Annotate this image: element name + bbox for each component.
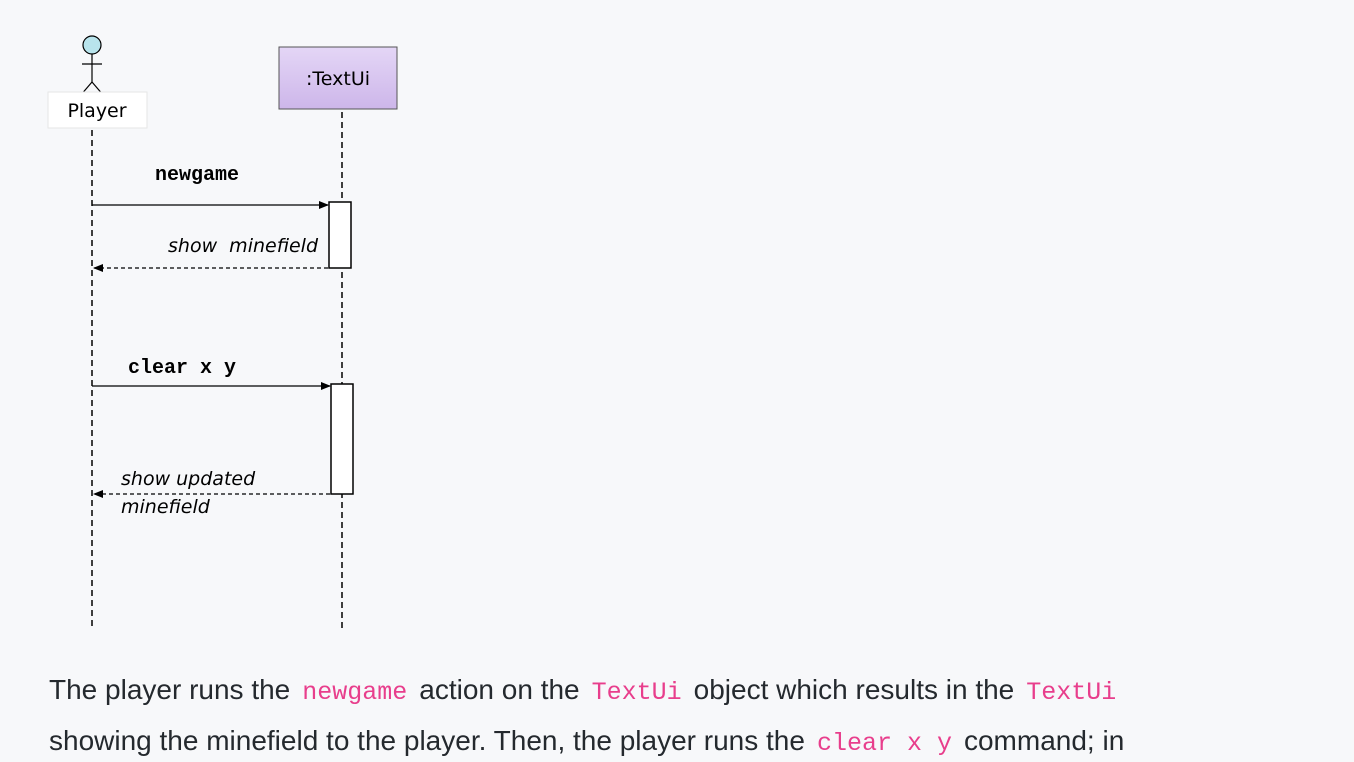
text-segment: command; in: [963, 725, 1125, 756]
object-textui: :TextUi: [278, 46, 398, 110]
text-segment: action on the: [419, 674, 580, 705]
inline-code: newgame: [302, 678, 408, 707]
inline-code: TextUi: [1026, 678, 1117, 707]
message-label: minefield: [121, 496, 211, 518]
message-label: newgame: [155, 164, 239, 187]
sequence-diagram: Player :TextUi newgame show minefield cl…: [47, 35, 398, 628]
text-segment: showing the minefield to the player. The…: [49, 725, 805, 756]
actor-player: Player: [47, 35, 148, 129]
message-label: clear x y: [128, 357, 236, 380]
description-paragraph: The player runs the newgame action on the T…: [49, 666, 1349, 762]
text-segment: object which results in the: [693, 674, 1015, 705]
activation-bar: [328, 201, 352, 269]
activation-bar: [330, 383, 354, 495]
text-segment: The player runs the: [49, 674, 291, 705]
object-label: :TextUi: [306, 68, 370, 90]
message-label: show updated: [121, 468, 256, 490]
actor-head-icon: [82, 35, 102, 55]
message-label: show minefield: [168, 235, 319, 257]
inline-code: TextUi: [591, 678, 682, 707]
inline-code: clear x y: [816, 729, 952, 758]
actor-label: Player: [67, 100, 126, 122]
